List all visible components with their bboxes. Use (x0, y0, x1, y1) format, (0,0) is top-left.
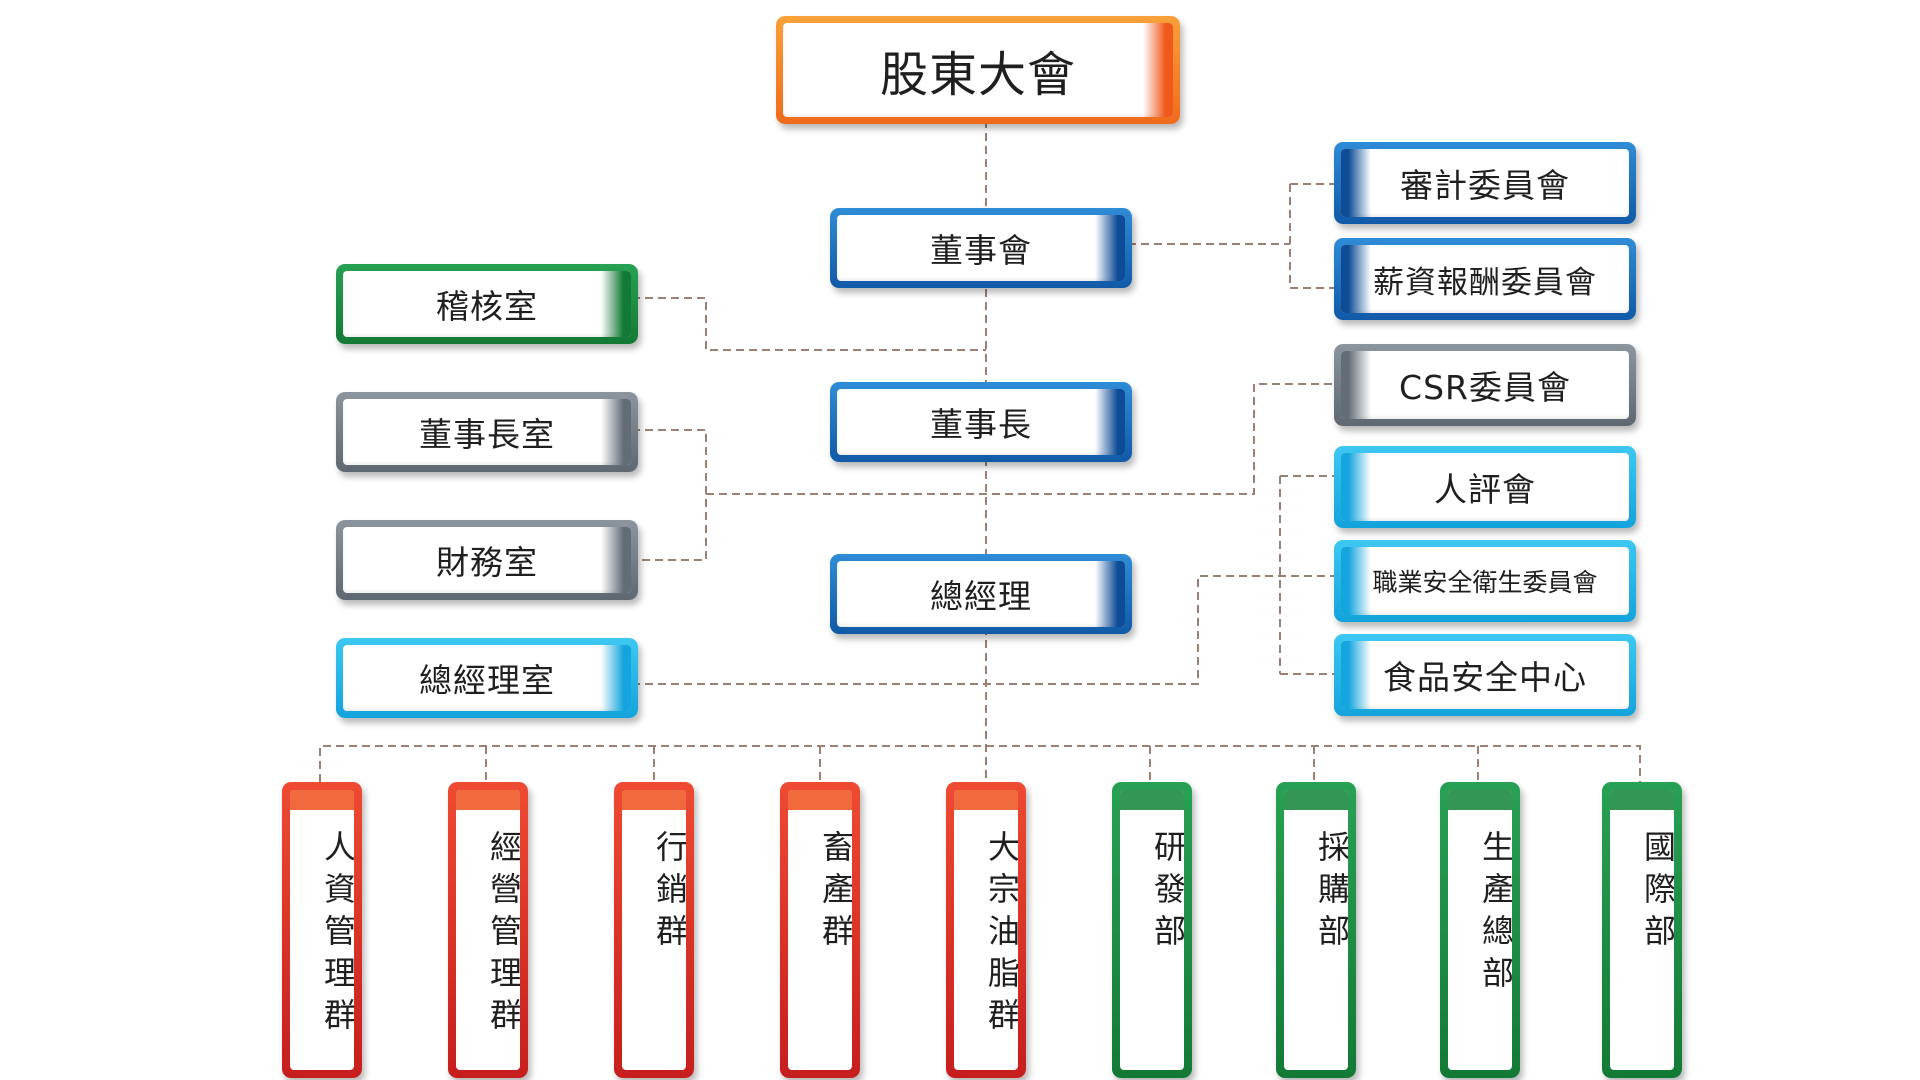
dept-procurement-inner: 採購部 (1284, 790, 1348, 1070)
finance-office-label: 財務室 (436, 543, 538, 582)
dept-bulk-oils-group-inner: 大宗油脂群 (954, 790, 1018, 1070)
occupational-safety-committee-label: 職業安全衛生委員會 (1372, 568, 1598, 597)
dept-production-hq-label: 生產總部 (1477, 830, 1512, 998)
dept-international: 國際部 (1602, 782, 1682, 1078)
compensation-committee-box: 薪資報酬委員會 (1334, 238, 1636, 320)
board-box: 董事會 (830, 208, 1132, 288)
dept-hr-group: 人資管理群 (282, 782, 362, 1078)
dept-international-label: 國際部 (1639, 830, 1674, 956)
president-office-connector (632, 575, 1345, 685)
shareholders-meeting-inner: 股東大會 (783, 23, 1173, 117)
audit-committee-inner: 審計委員會 (1341, 149, 1629, 217)
audit-committee-label: 審計委員會 (1400, 166, 1570, 205)
finance-office-inner: 財務室 (343, 527, 631, 593)
dept-hr-group-label: 人資管理群 (319, 830, 354, 1040)
dept-bulk-oils-group: 大宗油脂群 (946, 782, 1026, 1078)
dept-livestock-group: 畜產群 (780, 782, 860, 1078)
occupational-safety-committee-box: 職業安全衛生委員會 (1334, 540, 1636, 622)
audit-office-label: 稽核室 (436, 287, 538, 326)
dept-bulk-oils-group-label: 大宗油脂群 (983, 830, 1018, 1040)
board-committees-connector (1128, 183, 1340, 289)
dept-hr-group-inner: 人資管理群 (290, 790, 354, 1070)
chairman-label: 董事長 (930, 405, 1032, 444)
president-office-box: 總經理室 (336, 638, 638, 718)
food-safety-center-box: 食品安全中心 (1334, 634, 1636, 716)
compensation-committee-inner: 薪資報酬委員會 (1341, 245, 1629, 313)
compensation-committee-label: 薪資報酬委員會 (1373, 264, 1597, 301)
audit-committee-box: 審計委員會 (1334, 142, 1636, 224)
dept-livestock-group-inner: 畜產群 (788, 790, 852, 1070)
csr-committee-box: CSR委員會 (1334, 344, 1636, 426)
finance-office-box: 財務室 (336, 520, 638, 600)
chairman-office-label: 董事長室 (419, 415, 555, 454)
dept-livestock-group-label: 畜產群 (817, 830, 852, 956)
department-drops (485, 746, 1479, 782)
president-box: 總經理 (830, 554, 1132, 634)
personnel-committee-inner: 人評會 (1341, 453, 1629, 521)
dept-business-management-group: 經營管理群 (448, 782, 528, 1078)
chairman-office-inner: 董事長室 (343, 399, 631, 465)
shareholders-meeting-label: 股東大會 (879, 47, 1076, 103)
president-office-inner: 總經理室 (343, 645, 631, 711)
dept-rnd-label: 研發部 (1149, 830, 1184, 956)
dept-procurement: 採購部 (1276, 782, 1356, 1078)
chairman-box: 董事長 (830, 382, 1132, 462)
dept-marketing-group-label: 行銷群 (651, 830, 686, 956)
personnel-committee-box: 人評會 (1334, 446, 1636, 528)
dept-procurement-label: 採購部 (1313, 830, 1348, 956)
dept-international-inner: 國際部 (1610, 790, 1674, 1070)
dept-marketing-group-inner: 行銷群 (622, 790, 686, 1070)
dept-marketing-group: 行銷群 (614, 782, 694, 1078)
csr-committee-label: CSR委員會 (1399, 368, 1571, 407)
dept-production-hq: 生產總部 (1440, 782, 1520, 1078)
shareholders-meeting-box: 股東大會 (776, 16, 1180, 124)
food-safety-center-inner: 食品安全中心 (1341, 641, 1629, 709)
dept-rnd: 研發部 (1112, 782, 1192, 1078)
dept-business-management-group-label: 經營管理群 (485, 830, 520, 1040)
board-inner: 董事會 (837, 215, 1125, 281)
food-safety-center-label: 食品安全中心 (1383, 658, 1587, 697)
dept-production-hq-inner: 生產總部 (1448, 790, 1512, 1070)
president-inner: 總經理 (837, 561, 1125, 627)
board-label: 董事會 (930, 231, 1032, 270)
chairman-inner: 董事長 (837, 389, 1125, 455)
csr-committee-inner: CSR委員會 (1341, 351, 1629, 419)
chairman-staff-connector (632, 383, 1340, 561)
department-bus (319, 745, 1641, 782)
president-office-label: 總經理室 (419, 661, 555, 700)
audit-office-box: 稽核室 (336, 264, 638, 344)
president-label: 總經理 (930, 577, 1032, 616)
occupational-safety-committee-inner: 職業安全衛生委員會 (1341, 547, 1629, 615)
dept-business-management-group-inner: 經營管理群 (456, 790, 520, 1070)
audit-office-inner: 稽核室 (343, 271, 631, 337)
chairman-office-box: 董事長室 (336, 392, 638, 472)
personnel-committee-label: 人評會 (1434, 470, 1536, 509)
audit-office-connector (632, 297, 986, 351)
dept-rnd-inner: 研發部 (1120, 790, 1184, 1070)
